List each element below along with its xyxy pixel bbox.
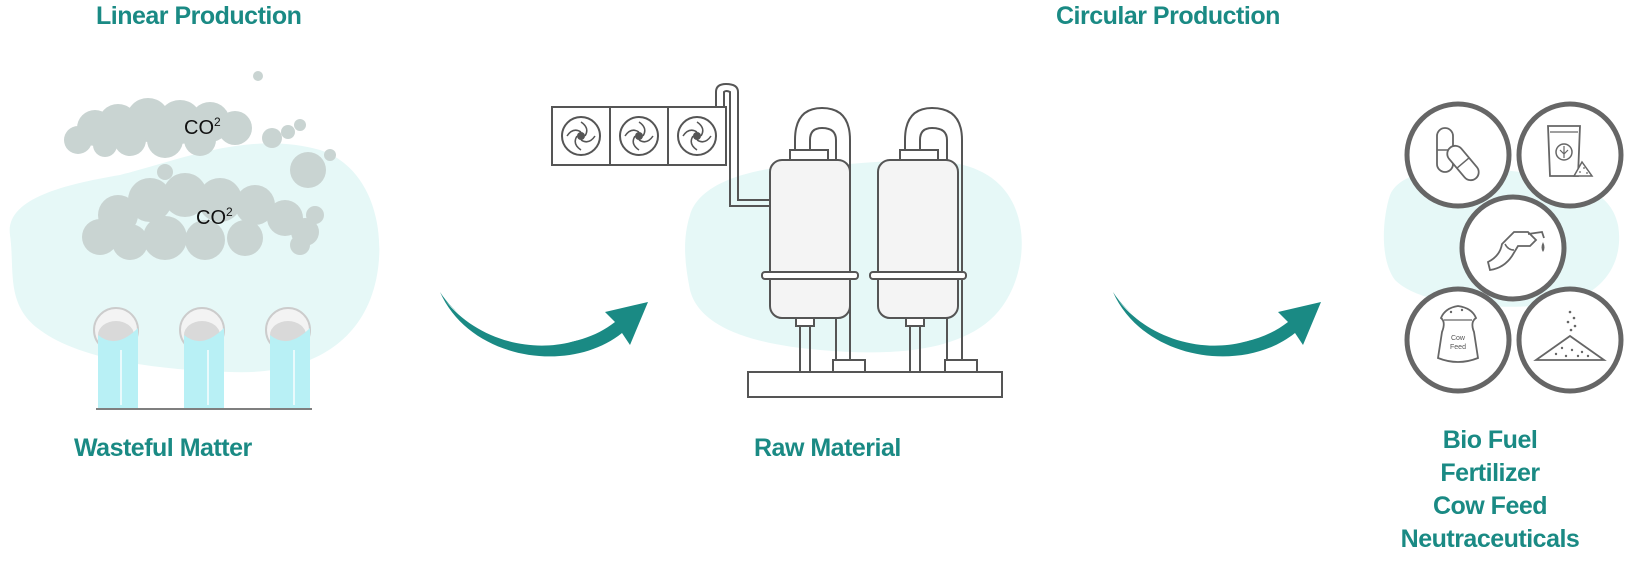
output-neutraceuticals: Neutraceuticals [1400, 525, 1580, 553]
co2-sub-upper: 2 [214, 115, 221, 129]
fan-icon-1 [561, 116, 601, 156]
circular-production-heading: Circular Production [1056, 2, 1280, 30]
fan-connection-pipe [715, 82, 770, 207]
reactor-tank-1 [761, 106, 866, 373]
output-bio-fuel: Bio Fuel [1442, 426, 1538, 454]
fan-icon-2 [619, 116, 659, 156]
flow-arrow-2 [1113, 292, 1321, 357]
co2-sub-lower: 2 [226, 205, 233, 219]
output-fertilizer: Fertilizer [1440, 459, 1540, 487]
raw-material-machine [551, 82, 1022, 398]
pills-icon [1404, 101, 1512, 209]
co2-text-upper: CO [184, 117, 214, 139]
discharge-pipe-1 [93, 307, 139, 408]
waste-illustration: CO2 CO2 [9, 71, 380, 410]
fertilizer-bag-icon [1516, 101, 1624, 209]
machine-base [747, 371, 1003, 398]
discharge-pipes [93, 307, 312, 410]
cow-feed-sack-text-2: Feed [1450, 344, 1466, 351]
smoke-cloud-upper [64, 71, 336, 188]
discharge-pipe-2 [179, 307, 225, 408]
fuel-nozzle-icon [1459, 194, 1567, 302]
raw-material-label: Raw Material [754, 434, 901, 462]
wasteful-matter-label: Wasteful Matter [74, 434, 252, 462]
cow-feed-sack-icon: Cow Feed [1404, 286, 1512, 394]
discharge-pipe-3 [265, 307, 311, 408]
flow-arrow-1 [440, 292, 648, 357]
smoke-cloud-lower [82, 173, 324, 260]
outputs-list: Bio Fuel Fertilizer Cow Feed Neutraceuti… [1360, 424, 1620, 556]
fan-icon-3 [677, 116, 717, 156]
co2-label-upper: CO2 [184, 115, 221, 139]
cow-feed-sack-text-1: Cow [1451, 335, 1466, 342]
reactor-tank-2 [869, 106, 978, 373]
machine-background-blob [685, 160, 1022, 353]
co2-text-lower: CO [196, 207, 226, 229]
co2-label-lower: CO2 [196, 205, 233, 229]
output-cow-feed: Cow Feed [1432, 492, 1548, 520]
products-cluster: Cow Feed [1383, 101, 1624, 394]
cooling-fan-unit [551, 106, 727, 166]
powder-pile-icon [1516, 286, 1624, 394]
linear-production-heading: Linear Production [96, 2, 302, 30]
